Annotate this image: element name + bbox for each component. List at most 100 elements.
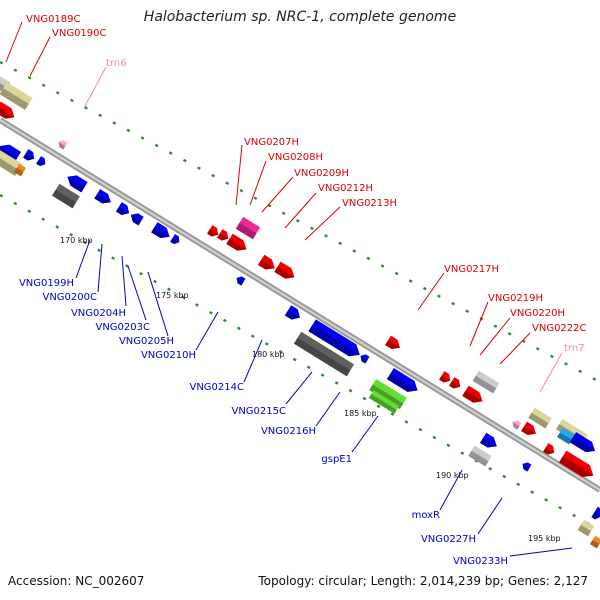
gene-glyph[interactable]: [234, 274, 246, 286]
gene-label[interactable]: VNG0189C: [26, 14, 81, 25]
gene-glyph[interactable]: [217, 229, 231, 243]
gene-glyph[interactable]: [13, 163, 27, 177]
gene-glyph[interactable]: [94, 189, 113, 207]
gene-label[interactable]: VNG0220H: [510, 308, 565, 319]
gene-glyph[interactable]: [64, 172, 88, 193]
gene-shadow: [217, 233, 229, 241]
gene-shadow: [58, 141, 66, 150]
gene-glyph[interactable]: [577, 519, 595, 537]
gene-shadow: [0, 88, 29, 110]
gene-label[interactable]: VNG0203C: [95, 322, 150, 333]
gene-label[interactable]: VNG0217H: [444, 264, 499, 275]
gene-glyph[interactable]: [358, 352, 370, 364]
gene-label[interactable]: VNG0199H: [19, 278, 74, 289]
gene-label[interactable]: VNG0200C: [42, 292, 97, 303]
gene-glyph[interactable]: [480, 432, 500, 452]
gene-shadow: [543, 447, 555, 455]
gene-label[interactable]: VNG0212H: [318, 183, 373, 194]
gene-glyph[interactable]: [151, 222, 173, 242]
gene-glyph[interactable]: [0, 101, 18, 123]
gene-glyph[interactable]: [293, 331, 355, 377]
gene-shadow: [226, 238, 247, 251]
gene-label[interactable]: VNG0214C: [189, 382, 244, 393]
accession-text: Accession: NC_002607: [8, 574, 145, 588]
gene-shadow: [151, 227, 170, 239]
gene-glyph[interactable]: [386, 368, 421, 396]
gene-label[interactable]: VNG0208H: [268, 152, 323, 163]
gene-label[interactable]: VNG0227H: [421, 534, 476, 545]
trna-label[interactable]: trn7: [564, 343, 585, 354]
gene-glyph[interactable]: [258, 254, 278, 274]
gene-shadow: [0, 106, 15, 119]
gene-glyph[interactable]: [520, 460, 532, 472]
gene-glyph[interactable]: [308, 319, 363, 360]
trna-label[interactable]: trn6: [106, 58, 127, 69]
gene-shadow: [94, 193, 111, 204]
gene-shadow: [522, 463, 530, 472]
gene-glyph[interactable]: [235, 216, 261, 240]
backbone: [0, 117, 600, 493]
gene-glyph[interactable]: [589, 535, 600, 549]
gene-glyph[interactable]: [462, 385, 485, 407]
gene-glyph[interactable]: [557, 427, 575, 445]
gene-shadow: [360, 355, 368, 364]
gene-label[interactable]: VNG0209H: [294, 168, 349, 179]
gene-shadow: [258, 259, 275, 270]
gene-label[interactable]: VNG0204H: [71, 308, 126, 319]
gene-glyph[interactable]: [36, 156, 48, 168]
gene-shadow: [528, 412, 549, 429]
gene-shadow: [274, 266, 295, 279]
gene-glyph[interactable]: [56, 138, 68, 150]
gene-glyph[interactable]: [468, 445, 492, 467]
gene-glyph[interactable]: [226, 233, 249, 255]
gene-label[interactable]: VNG0190C: [52, 28, 107, 39]
gene-glyph[interactable]: [569, 432, 598, 456]
gene-glyph[interactable]: [368, 390, 400, 414]
gene-label[interactable]: VNG0207H: [244, 137, 299, 148]
gene-label[interactable]: VNG0205H: [119, 336, 174, 347]
gene-label[interactable]: VNG0210H: [141, 350, 196, 361]
gene-glyph[interactable]: [284, 305, 303, 323]
gene-shadow: [589, 539, 600, 549]
gene-label[interactable]: VNG0233H: [453, 556, 508, 567]
gene-glyph[interactable]: [23, 149, 37, 163]
gene-shadow: [462, 390, 483, 403]
gene-glyph[interactable]: [369, 379, 407, 409]
gene-glyph[interactable]: [543, 443, 557, 457]
gene-label[interactable]: VNG0215C: [231, 406, 286, 417]
gene-shadow: [236, 277, 244, 286]
gene-glyph[interactable]: [274, 261, 297, 283]
genome-stats-text: Topology: circular; Length: 2,014,239 bp…: [258, 574, 588, 588]
gene-glyph[interactable]: [128, 211, 144, 226]
scale-label: 180 kbp: [252, 350, 285, 359]
gene-glyph[interactable]: [528, 407, 552, 429]
gene-glyph[interactable]: [207, 225, 221, 239]
gene-shadow: [512, 421, 520, 430]
gene-glyph[interactable]: [591, 506, 600, 521]
gene-shadow: [284, 310, 300, 320]
gene-glyph[interactable]: [116, 202, 132, 218]
scale-label: 190 kbp: [436, 471, 469, 480]
gene-labels-bottom: VNG0199H VNG0200C VNG0204H VNG0203C VNG0…: [19, 278, 508, 567]
gene-label[interactable]: moxR: [412, 510, 440, 521]
gene-shadow: [0, 76, 8, 93]
gene-glyph[interactable]: [0, 148, 23, 176]
gene-glyph[interactable]: [449, 377, 463, 391]
gene-label[interactable]: VNG0213H: [342, 198, 397, 209]
gene-shadow: [23, 153, 35, 161]
gene-glyph[interactable]: [521, 421, 539, 439]
gene-glyph[interactable]: [559, 450, 597, 482]
gene-label[interactable]: gspE1: [321, 454, 352, 465]
gene-glyph[interactable]: [439, 371, 453, 385]
gene-shadow: [559, 456, 594, 478]
gene-glyph[interactable]: [170, 234, 182, 246]
gene-glyph[interactable]: [472, 370, 500, 394]
gene-glyph[interactable]: [385, 335, 403, 353]
gene-glyph[interactable]: [0, 82, 33, 110]
gene-label[interactable]: VNG0219H: [488, 293, 543, 304]
gene-label[interactable]: VNG0216H: [261, 426, 316, 437]
gene-label[interactable]: VNG0222C: [532, 323, 587, 334]
gene-glyph[interactable]: [52, 183, 80, 209]
gene-glyph[interactable]: [510, 418, 522, 430]
